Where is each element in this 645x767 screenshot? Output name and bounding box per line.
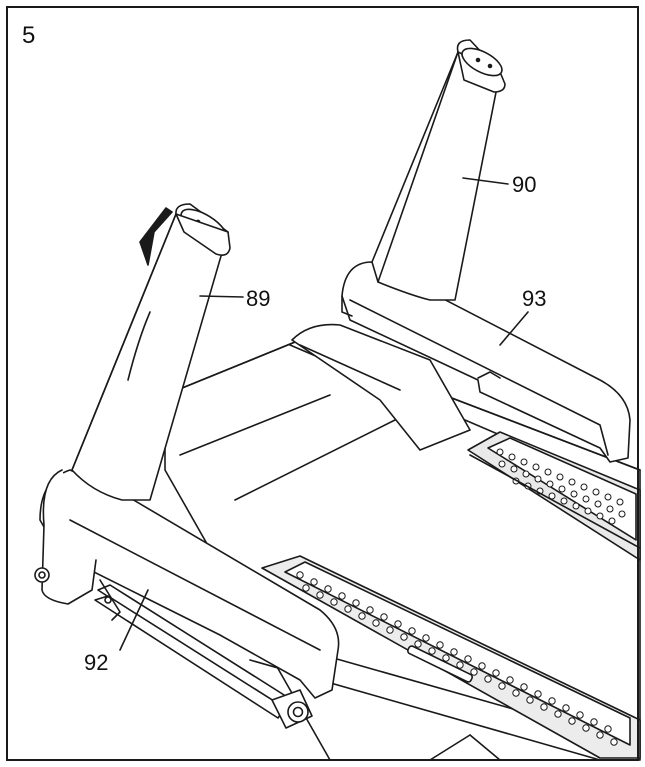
base-cover-left [34, 469, 340, 699]
callout-90: 90 [512, 172, 537, 197]
callout-92: 92 [84, 650, 109, 675]
motor-hood [291, 323, 471, 451]
step-number: 5 [22, 22, 36, 49]
upright-right [371, 39, 506, 301]
callout-89: 89 [246, 286, 271, 311]
left-foot-rail [261, 555, 641, 759]
callout-93: 93 [522, 286, 547, 311]
wheel [271, 689, 313, 729]
base-cover-right [341, 261, 631, 463]
upright-wire [139, 207, 173, 266]
callout-leaders [119, 177, 529, 651]
upright-left [71, 203, 231, 501]
figure-frame [6, 6, 639, 761]
right-foot-rail [467, 431, 641, 561]
